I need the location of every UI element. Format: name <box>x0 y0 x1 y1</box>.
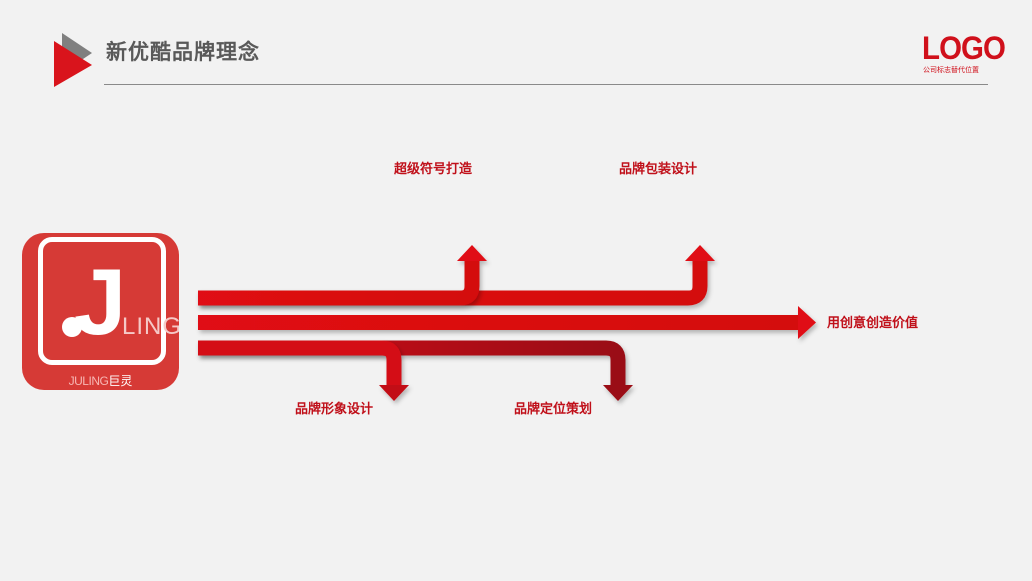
page-title: 新优酷品牌理念 <box>106 40 260 64</box>
arrow-main <box>198 306 816 339</box>
brand-caption: JULING巨灵 <box>22 372 179 389</box>
brand-wordmark: LING <box>122 313 179 340</box>
brand-caption-latin: JULING <box>68 374 109 388</box>
brand-caption-cn: 巨灵 <box>108 374 133 388</box>
logo: LOGO <box>922 30 1006 66</box>
logo-subtitle: 公司标志替代位置 <box>923 66 979 74</box>
label-top-branch-1: 超级符号打造 <box>394 162 473 177</box>
arrow-top-branch-2 <box>198 245 715 306</box>
brand-frame <box>38 237 166 365</box>
brand-dot-icon <box>62 317 82 337</box>
arrow-top-branch-1 <box>198 245 487 306</box>
label-bottom-branch-1: 品牌形象设计 <box>295 402 374 417</box>
arrow-bottom-branch-1 <box>198 340 409 401</box>
header-divider <box>104 84 988 85</box>
arrow-bottom-branch-2 <box>198 340 633 401</box>
label-top-branch-2: 品牌包装设计 <box>619 162 698 177</box>
brand-icon: J LING JULING巨灵 <box>22 233 179 390</box>
label-main: 用创意创造价值 <box>827 316 919 331</box>
label-bottom-branch-2: 品牌定位策划 <box>514 402 593 417</box>
brand-initial: J <box>74 249 127 354</box>
play-triangle-icon <box>54 33 92 87</box>
